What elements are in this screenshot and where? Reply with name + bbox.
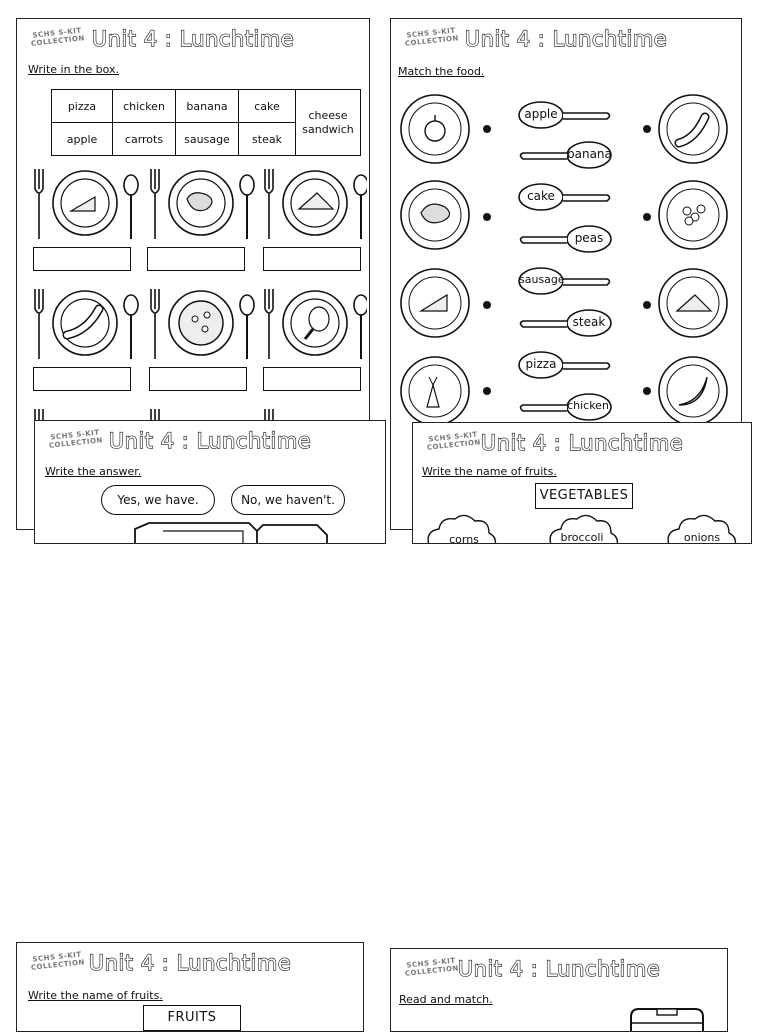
left-plates [400,94,470,426]
instruction-text: Write in the box. [28,63,119,76]
cloud-shapes [427,514,737,543]
match-dot[interactable] [643,301,651,309]
plate-setting-cake [34,169,139,239]
plate-cake [400,268,470,338]
match-dot[interactable] [643,125,651,133]
instruction-text: Read and match. [399,993,493,1006]
right-plates [658,94,728,426]
worksheet-title: Unit 4 : Lunchtime [108,428,312,453]
plate-peas [658,180,728,250]
spoon-label: steak [572,315,606,329]
instruction-text: Write the answer. [45,465,142,478]
word-bank-table: pizza chicken banana cake cheese sandwic… [51,89,361,156]
answer-box[interactable] [263,247,361,271]
instruction-text: Write the name of fruits. [28,989,163,1002]
answer-box[interactable] [33,367,131,391]
plate-sandwich [658,268,728,338]
plate-row-1 [34,169,367,239]
answer-option-yes: Yes, we have. [101,485,215,515]
match-dot[interactable] [483,301,491,309]
word-cell: cheese sandwich [295,89,361,156]
plate-setting-steak [150,169,255,239]
answer-box[interactable] [33,247,131,271]
lunchbox-icon [630,1008,704,1031]
plate-steak [400,180,470,250]
word-cell: carrots [112,122,176,156]
worksheet-title: Unit 4 : Lunchtime [88,950,292,975]
spoon-label: peas [574,231,604,245]
spoon-label: sausage [519,273,565,286]
spoon-label: chicken [567,399,609,412]
vegetable-word: corns [449,533,479,544]
word-cell: pizza [51,89,113,123]
worksheet-title: Unit 4 : Lunchtime [91,26,295,51]
plate-sausage [658,94,728,164]
answer-box[interactable] [149,367,247,391]
vegetable-word: onions [683,531,721,544]
plate-apple [400,94,470,164]
spoon-label: banana [567,147,612,161]
plate-setting-sausage [34,289,139,359]
answer-box[interactable] [147,247,245,271]
category-label: VEGETABLES [535,483,633,509]
plate-setting-sandwich [264,169,367,239]
plate-banana [658,356,728,426]
lunchbox-icon [134,522,328,543]
vegetable-word: broccoli [560,531,604,544]
worksheet-title: Unit 4 : Lunchtime [480,430,684,455]
plate-setting-chicken [264,289,367,359]
word-cell: chicken [112,89,176,123]
plate-carrots [400,356,470,426]
match-dot[interactable] [643,387,651,395]
word-cell: banana [175,89,239,123]
instruction-text: Match the food. [398,65,485,78]
plate-setting-pizza [150,289,255,359]
instruction-text: Write the name of fruits. [422,465,557,478]
spoon-label: apple [524,107,558,121]
word-cell: cake [238,89,296,123]
word-cell: sausage [175,122,239,156]
answer-box[interactable] [263,367,361,391]
word-cell: steak [238,122,296,156]
plate-row-2 [34,289,367,359]
answer-option-no: No, we haven't. [231,485,345,515]
category-label: FRUITS [143,1005,241,1031]
worksheet-title: Unit 4 : Lunchtime [464,26,668,51]
worksheet-title: Unit 4 : Lunchtime [457,956,661,981]
match-dot[interactable] [483,213,491,221]
spoon-shapes [518,101,612,421]
match-dot[interactable] [483,387,491,395]
spoon-label: cake [527,189,555,203]
match-dot[interactable] [643,213,651,221]
match-dot[interactable] [483,125,491,133]
spoon-label: pizza [525,357,557,371]
word-cell: apple [51,122,113,156]
